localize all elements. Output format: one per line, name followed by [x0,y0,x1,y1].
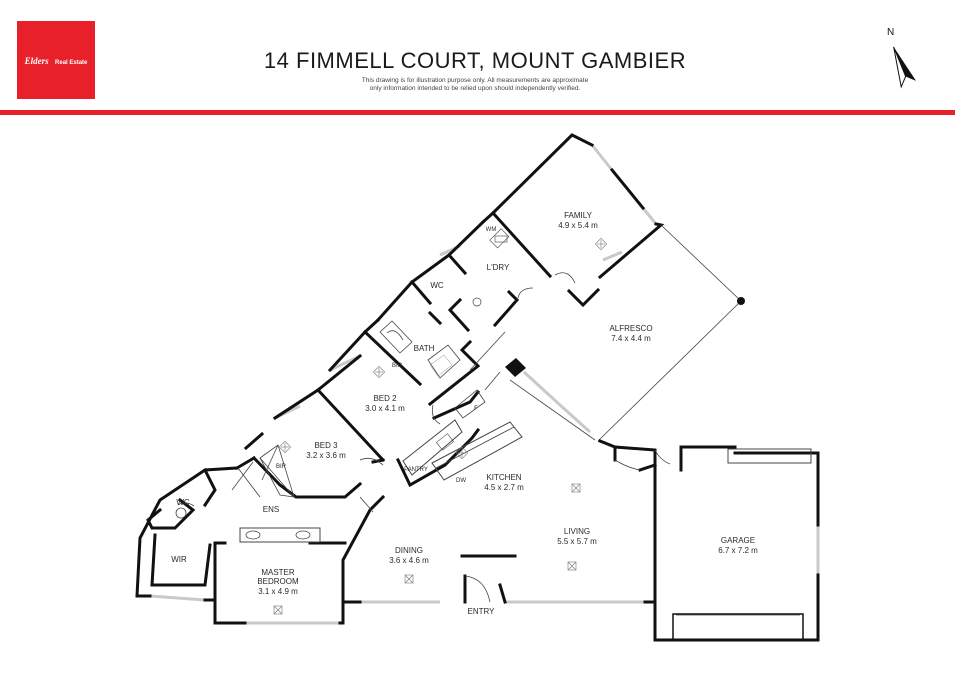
family-label: FAMILY [564,211,593,220]
alfresco-label: ALFRESCO [609,324,652,333]
wc-ensuite-label: WC [176,498,190,507]
room-labels: FAMILY 4.9 x 5.4 m ALFRESCO 7.4 x 4.4 m … [171,211,758,616]
north-arrow-icon: N [887,27,917,89]
disclaimer: This drawing is for illustration purpose… [300,77,650,93]
ensuite-label: ENS [263,505,279,514]
logo-brand-text: Elders [24,56,49,66]
fixtures [175,228,671,603]
agency-logo: Elders Real Estate [17,21,95,99]
disclaimer-line-1: This drawing is for illustration purpose… [361,77,589,84]
wm-label: WM [486,227,497,233]
bath-label: BATH [414,344,435,353]
wir-label: WIR [171,555,187,564]
bed3-label: BED 3 [314,441,338,450]
bed2-label: BED 2 [373,394,397,403]
disclaimer-line-2: only information intended to be relied u… [369,85,581,92]
kitchen-dims: 4.5 x 2.7 m [484,483,524,492]
master-label-2: BEDROOM [257,577,299,586]
master-label: MASTER [261,568,295,577]
dining-label: DINING [395,546,423,555]
dining-dims: 3.6 x 4.6 m [389,556,429,565]
family-dims: 4.9 x 5.4 m [558,221,598,230]
bed2-dims: 3.0 x 4.1 m [365,404,405,413]
bed3-dims: 3.2 x 3.6 m [306,451,346,460]
kitchen-label: KITCHEN [486,473,521,482]
walls [135,133,820,642]
wc-upper-label: WC [430,281,444,290]
bir-bed3-label: BIR [276,464,287,470]
living-label: LIVING [564,527,590,536]
bir-bed2-label: BIR [392,363,403,369]
page-title: 14 FIMMELL COURT, MOUNT GAMBIER [263,48,687,73]
garage-dims: 6.7 x 7.2 m [718,546,758,555]
header-divider [0,110,955,115]
windows [149,144,820,625]
living-dims: 5.5 x 5.7 m [557,537,597,546]
laundry-label: L'DRY [487,263,510,272]
light-fittings [273,237,608,615]
alfresco-dims: 7.4 x 4.4 m [611,334,651,343]
pantry-label: PANTRY [404,467,428,473]
dishwasher-label: DW [456,478,466,484]
fridge-label: F [474,406,478,412]
master-dims: 3.1 x 4.9 m [258,587,298,596]
logo-sub-text: Real Estate [55,60,88,66]
entry-label: ENTRY [468,607,496,616]
north-label: N [887,27,894,38]
garage-label: GARAGE [721,536,755,545]
